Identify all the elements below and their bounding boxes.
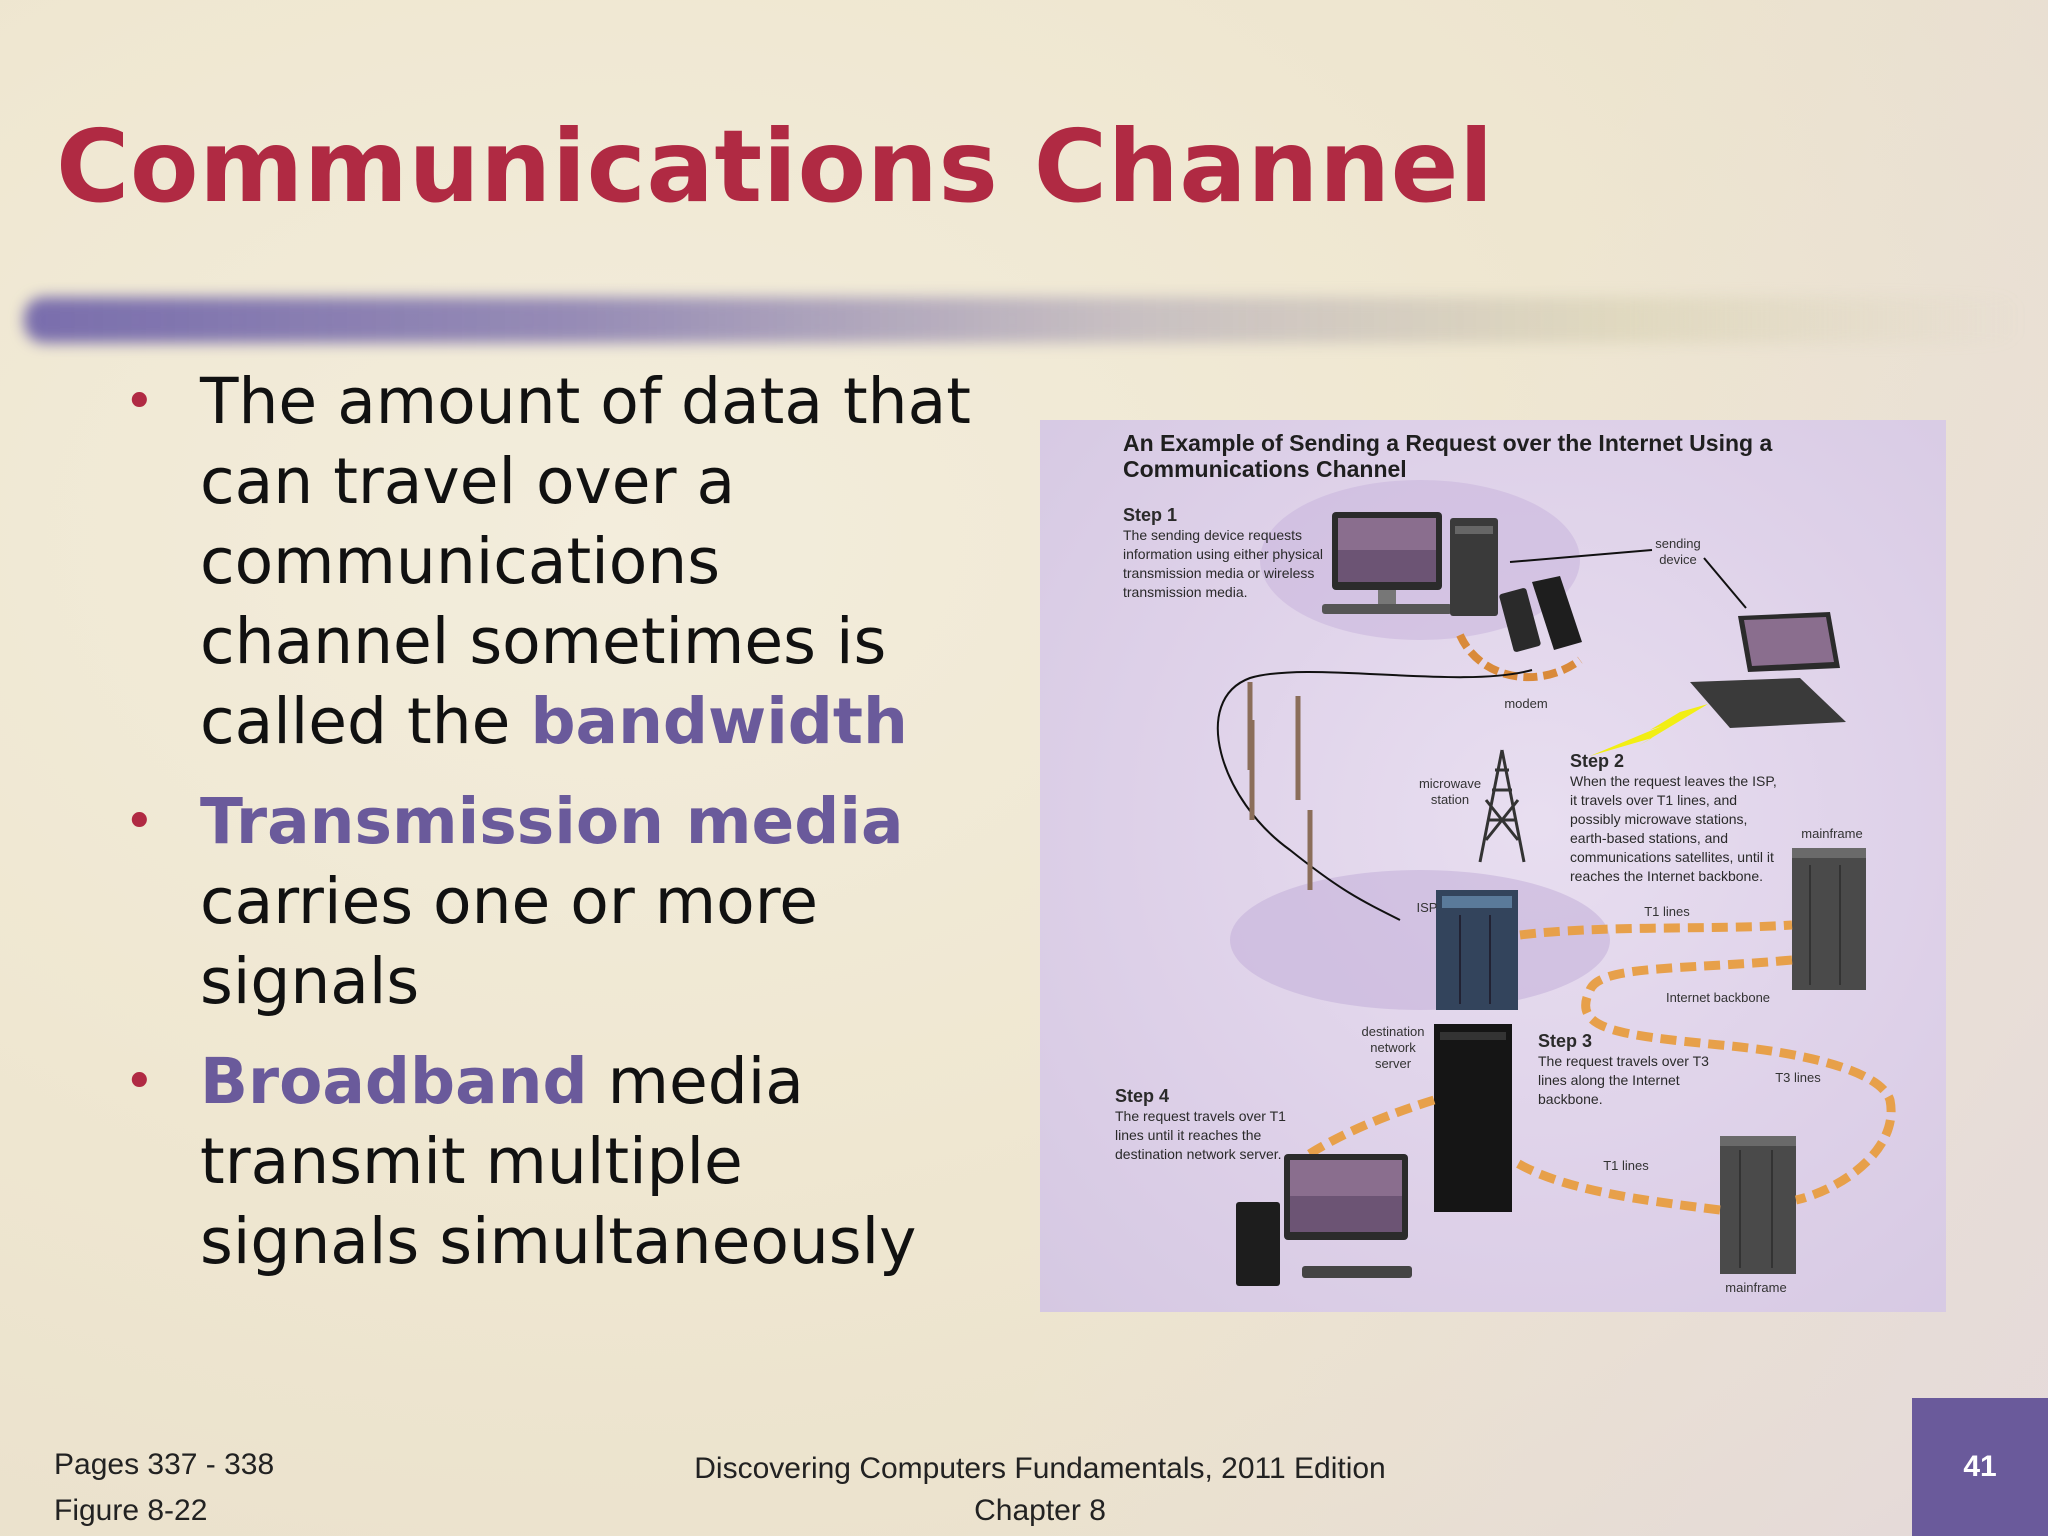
label-destination-server: destination network server: [1361, 1024, 1425, 1071]
step-heading: Step 4: [1115, 1086, 1170, 1106]
bullet-item: • The amount of data that can travel ove…: [120, 362, 980, 762]
bullet-dot-icon: •: [124, 372, 155, 432]
figure-title: An Example of Sending a Request over the…: [1123, 430, 1773, 482]
mainframe-icon: [1792, 848, 1866, 990]
glow-shape: [1230, 870, 1610, 1010]
page-number: 41: [1963, 1450, 1997, 1483]
network-diagram-svg: [1216, 480, 1896, 1286]
step-text: The sending device requests information …: [1123, 527, 1323, 600]
label-mainframe-bottom: mainframe: [1725, 1280, 1787, 1295]
backbone-cable-line: [1297, 920, 1896, 1215]
pointer-arrow: [1703, 557, 1747, 609]
label-internet-backbone: Internet backbone: [1665, 990, 1771, 1005]
bullet-dot-icon: •: [124, 792, 155, 852]
bullet-item: • Broadband media transmit multiple sign…: [120, 1042, 980, 1282]
bullet-highlight: bandwidth: [530, 685, 908, 758]
footer-book-title: Discovering Computers Fundamentals, 2011…: [694, 1452, 1386, 1485]
destination-computer-icon: [1236, 1154, 1412, 1286]
step-text: The request travels over T1 lines until …: [1115, 1108, 1286, 1162]
step-text: The request travels over T3 lines along …: [1538, 1053, 1709, 1107]
label-t3-lines: T3 lines: [1775, 1070, 1821, 1085]
laptop-icon: [1690, 612, 1846, 728]
label-t1-lines-bottom: T1 lines: [1603, 1158, 1649, 1173]
step-heading: Step 2: [1570, 751, 1625, 771]
step-heading: Step 3: [1538, 1031, 1593, 1051]
network-figure: An Example of Sending a Request over the…: [1040, 420, 1946, 1312]
footer-center: Discovering Computers Fundamentals, 2011…: [640, 1448, 1440, 1532]
destination-server-icon: [1434, 1024, 1512, 1212]
label-t1-lines-top: T1 lines: [1644, 904, 1690, 919]
bullet-text: The amount of data that can travel over …: [200, 365, 971, 758]
slide-title: Communications Channel: [56, 108, 1494, 225]
phone-line: [1216, 669, 1533, 921]
label-microwave-station: microwave station: [1418, 776, 1482, 807]
bullet-text: carries one or more signals: [200, 865, 818, 1018]
bullet-item: • Transmission media carries one or more…: [120, 782, 980, 1022]
bullet-highlight: Broadband: [200, 1045, 588, 1118]
desktop-computer-icon: [1322, 512, 1498, 616]
label-isp: ISP: [1416, 900, 1438, 915]
pointer-arrow: [1509, 549, 1653, 563]
step-1: Step 1 The sending device requests infor…: [1123, 504, 1333, 602]
cable-line: [1456, 633, 1583, 682]
step-2: Step 2 When the request leaves the ISP, …: [1570, 750, 1785, 886]
title-divider-bar: [24, 297, 2024, 343]
page-number-badge: 41: [1912, 1398, 2048, 1536]
bullet-highlight: Transmission media: [200, 785, 904, 858]
modem-icon: [1499, 576, 1582, 652]
footer-pages: Pages 337 - 338: [54, 1448, 275, 1481]
mainframe-icon: [1720, 1136, 1796, 1274]
bullet-list: • The amount of data that can travel ove…: [120, 362, 980, 1302]
wireless-signal-icon: [1590, 704, 1708, 756]
label-mainframe-top: mainframe: [1801, 826, 1863, 841]
bullet-dot-icon: •: [124, 1052, 155, 1112]
step-text: When the request leaves the ISP, it trav…: [1570, 773, 1777, 884]
footer-left: Pages 337 - 338 Figure 8-22: [54, 1442, 274, 1534]
label-modem: modem: [1504, 696, 1548, 711]
footer-figure: Figure 8-22: [54, 1494, 208, 1527]
step-heading: Step 1: [1123, 505, 1178, 525]
isp-server-icon: [1436, 890, 1518, 1010]
microwave-tower-icon: [1478, 749, 1526, 863]
label-sending-device: sending device: [1655, 536, 1701, 567]
footer-chapter: Chapter 8: [974, 1494, 1106, 1527]
step-3: Step 3 The request travels over T3 lines…: [1538, 1030, 1738, 1109]
bullet-text: media transmit multiple signals simultan…: [200, 1045, 917, 1278]
step-4: Step 4 The request travels over T1 lines…: [1115, 1085, 1290, 1164]
